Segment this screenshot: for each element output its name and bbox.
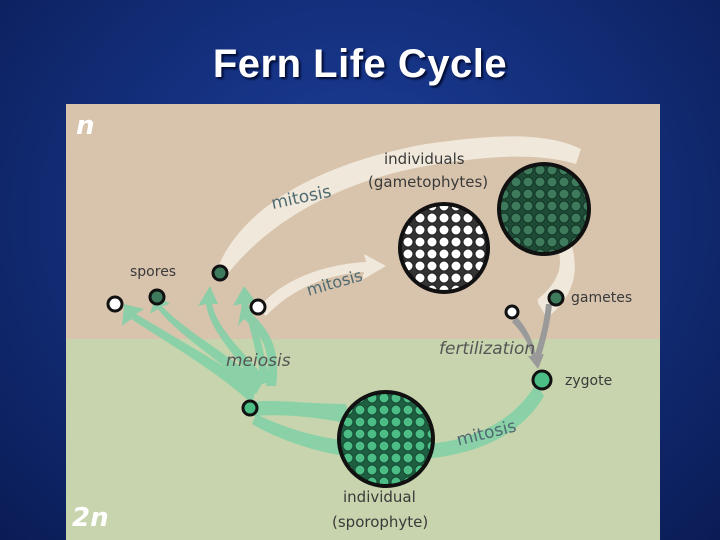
fertilization-label: fertilization [439, 339, 535, 359]
spore-dark-top [213, 266, 227, 280]
sporophyte-label: (sporophyte) [332, 513, 428, 531]
spore-white-left [108, 297, 122, 311]
diploid-label: 2n [72, 503, 109, 533]
meiosis-cell [243, 401, 257, 415]
sporophyte-cell [339, 392, 433, 486]
gamete-dark [549, 291, 563, 305]
gametophyte-light-cell [400, 204, 488, 292]
individual-label: individual [343, 488, 416, 506]
zygote-label: zygote [565, 373, 612, 389]
gamete-white [506, 306, 518, 318]
spore-dark-left [150, 290, 164, 304]
spore-white-right [251, 300, 265, 314]
individuals-label: individuals [384, 150, 465, 168]
life-cycle-diagram: n 2n individuals (gametophytes) [66, 104, 660, 540]
zygote-cell [533, 371, 551, 389]
gametophyte-dark-cell [499, 164, 589, 254]
slide-title: Fern Life Cycle [0, 42, 720, 87]
gametophytes-label: (gametophytes) [368, 173, 488, 191]
spores-label: spores [130, 264, 176, 280]
gametes-label: gametes [571, 290, 632, 306]
life-cycle-svg: n 2n individuals (gametophytes) [66, 104, 660, 540]
haploid-label: n [76, 111, 95, 141]
meiosis-label: meiosis [226, 351, 291, 371]
